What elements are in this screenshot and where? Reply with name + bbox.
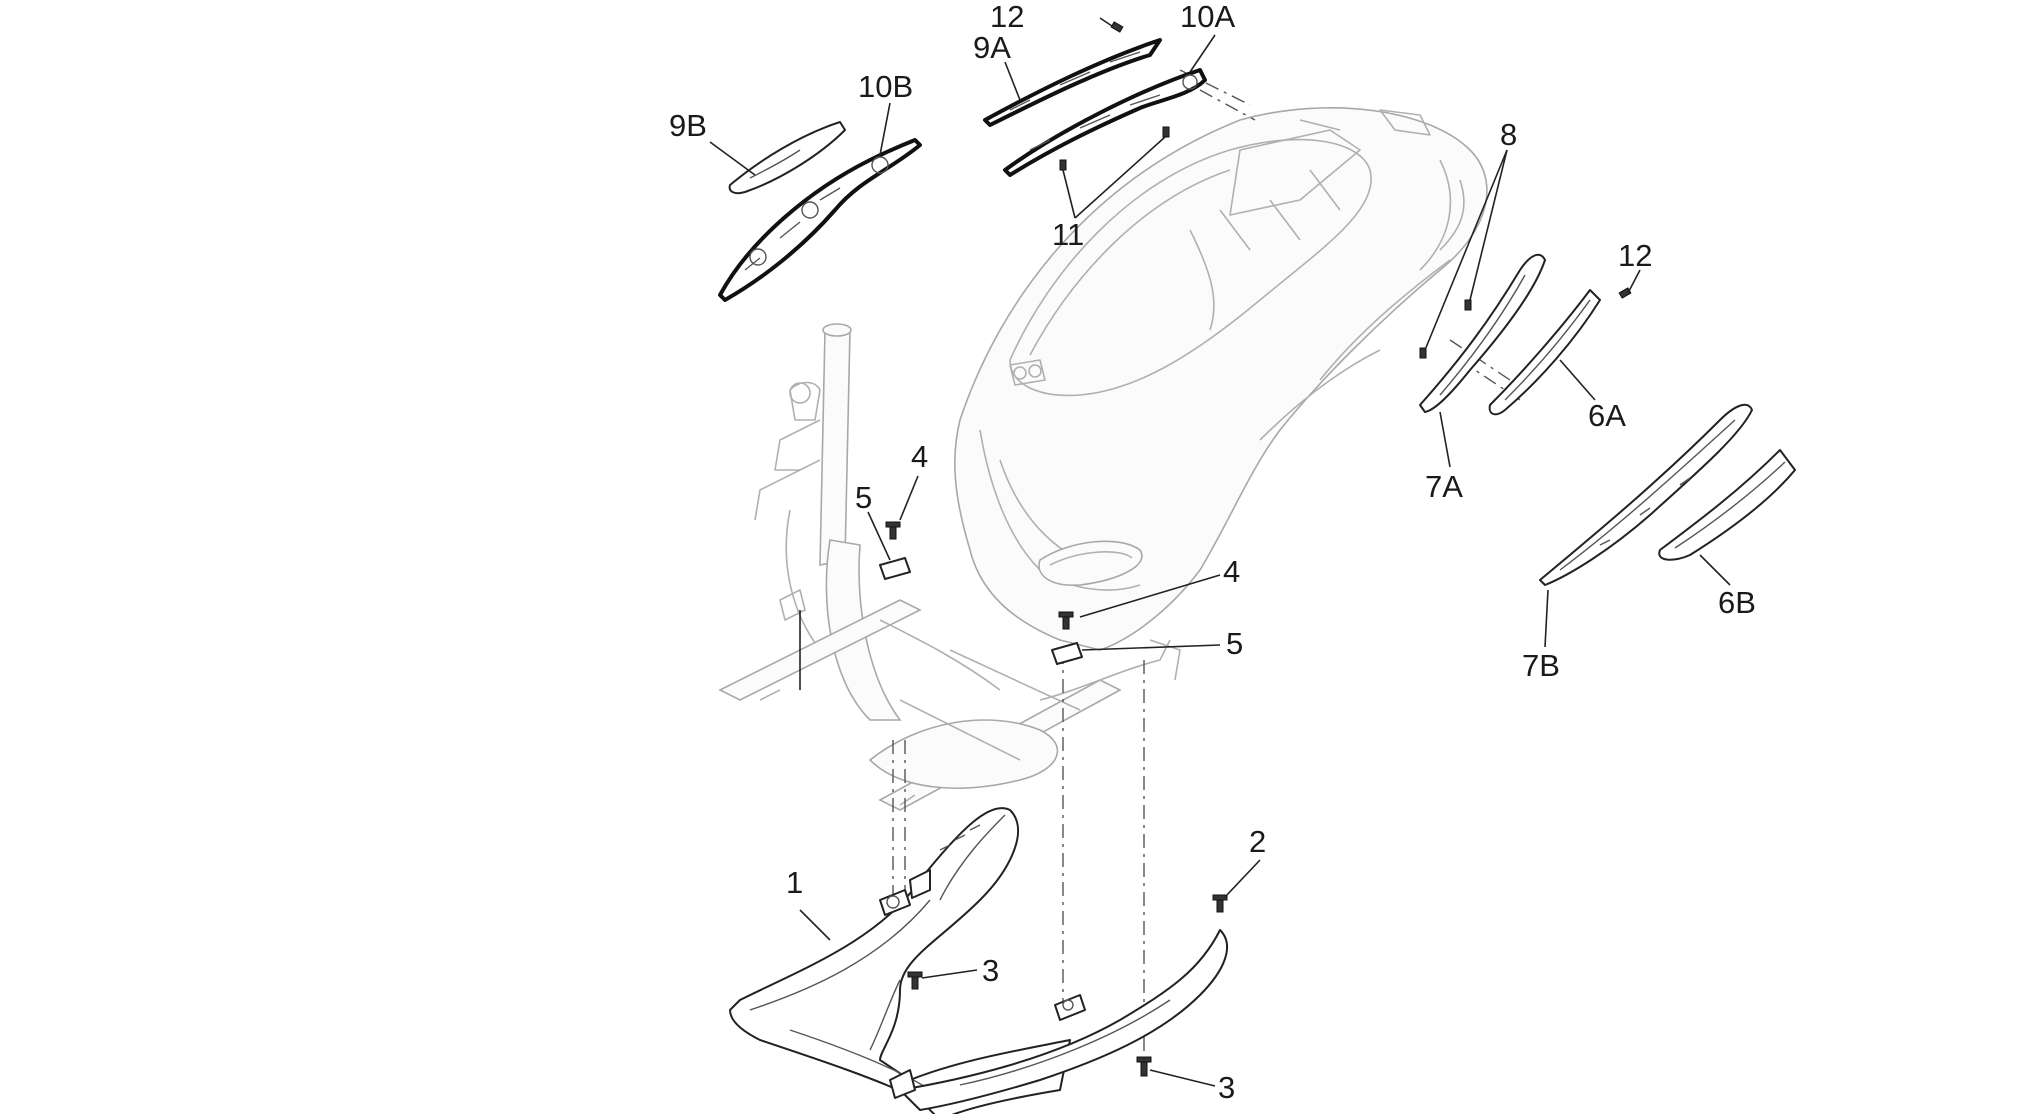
label-12a: 12 — [990, 0, 1024, 34]
label-6b: 6B — [1718, 585, 1756, 620]
label-7b: 7B — [1522, 648, 1560, 683]
label-4a: 4 — [911, 439, 928, 474]
label-3a: 3 — [982, 953, 999, 988]
part-9b-rail — [728, 121, 846, 195]
label-1: 1 — [786, 865, 803, 900]
part-7a-panel — [1419, 253, 1546, 413]
label-9b: 9B — [669, 108, 707, 143]
ghosted-frame — [718, 323, 1181, 811]
part-6a-panel — [1488, 289, 1601, 416]
label-4b: 4 — [1223, 554, 1240, 589]
fasteners — [879, 17, 1632, 1077]
part-7b-panel — [1539, 403, 1753, 586]
leader-lines — [709, 34, 1731, 1087]
label-11: 11 — [1052, 217, 1084, 252]
label-3b: 3 — [1218, 1070, 1235, 1105]
label-10a: 10A — [1180, 0, 1235, 34]
part-2-floor-panel — [889, 929, 1229, 1111]
part-1-floor-panel — [729, 807, 1071, 1114]
part-10b-rail — [718, 138, 922, 302]
ghosted-scooter-body — [954, 107, 1488, 651]
label-8: 8 — [1500, 117, 1517, 152]
label-9a: 9A — [973, 30, 1011, 65]
label-6a: 6A — [1588, 398, 1626, 433]
label-2: 2 — [1249, 824, 1266, 859]
label-5a: 5 — [855, 480, 872, 515]
part-10a-rail — [1003, 68, 1207, 177]
part-6b-panel — [1658, 449, 1796, 561]
part-9a-rail — [983, 38, 1162, 127]
callout-labels: 1 2 3 3 4 4 5 5 6A 6B 7A 7B 8 9A 9B 10A … — [669, 0, 1756, 1105]
label-12b: 12 — [1618, 238, 1652, 273]
label-10b: 10B — [858, 69, 913, 104]
label-7a: 7A — [1425, 469, 1463, 504]
label-5b: 5 — [1226, 626, 1243, 661]
